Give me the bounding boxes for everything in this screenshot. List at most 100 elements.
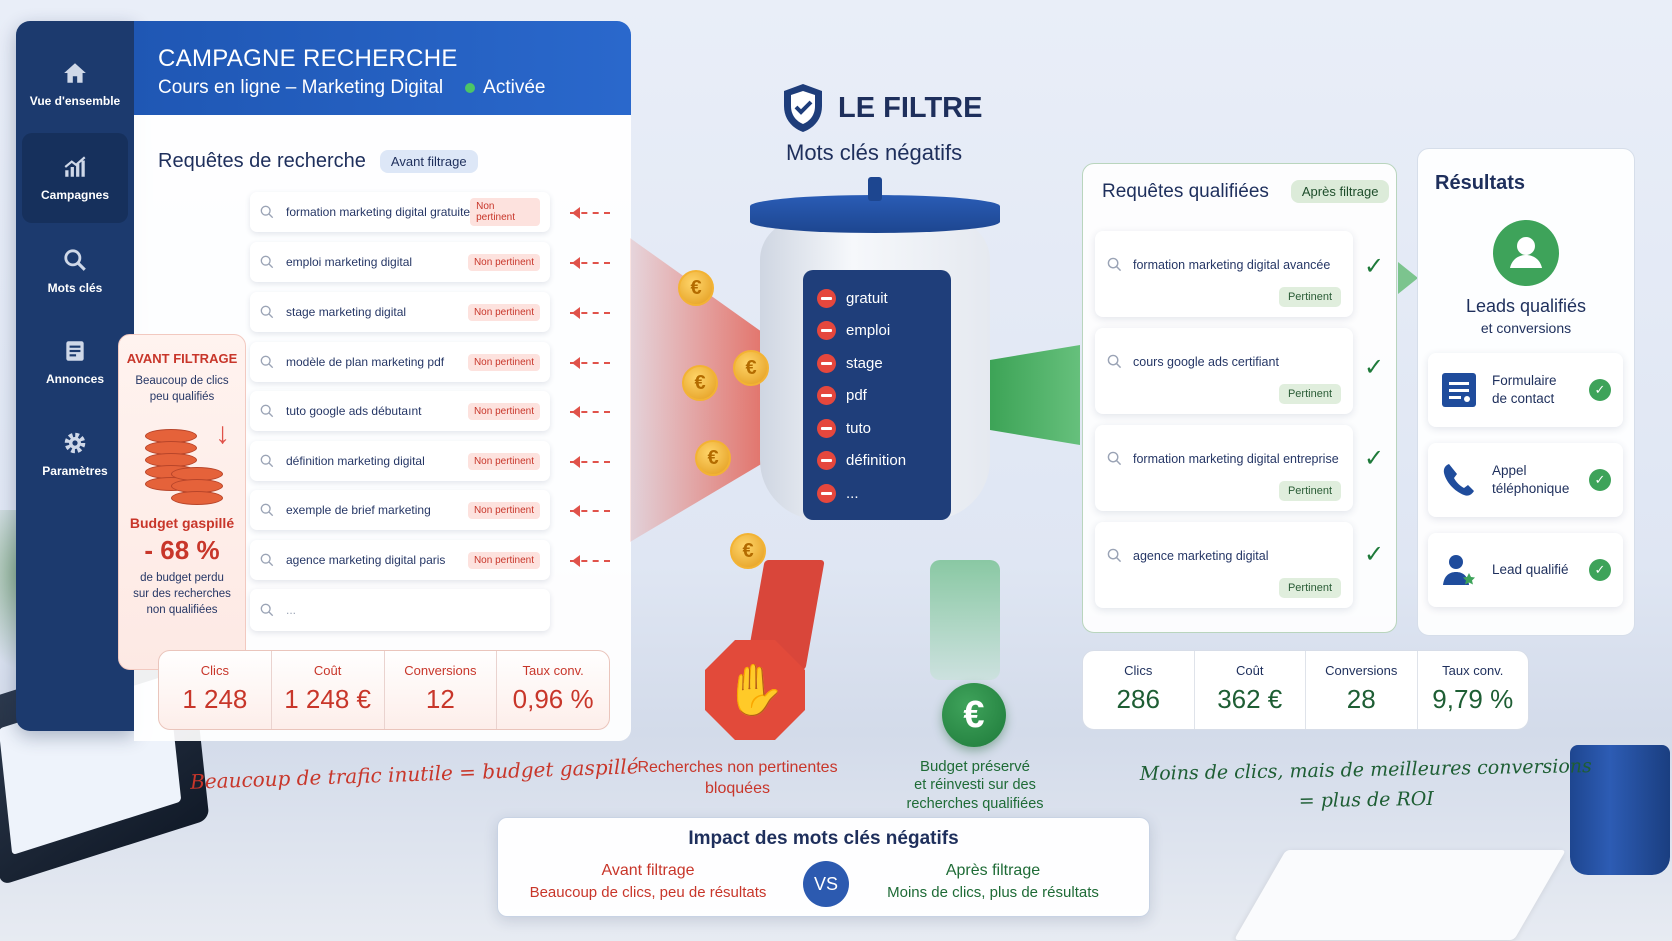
filter-subtitle: Mots clés négatifs bbox=[786, 140, 963, 165]
query-text: définition marketing digital bbox=[286, 454, 425, 468]
query-text: formation marketing digital avancée bbox=[1133, 257, 1331, 272]
campaign-subtitle: Cours en ligne – Marketing Digital bbox=[158, 77, 444, 98]
relevant-badge: Pertinent bbox=[1278, 578, 1341, 598]
query-row[interactable]: modèle de plan marketing pdf Non pertine… bbox=[250, 342, 550, 382]
sidebar-item-campaigns[interactable]: Campagnes bbox=[22, 133, 128, 223]
euro-green-icon: € bbox=[942, 683, 1006, 747]
callout-heading: AVANT FILTRAGE bbox=[126, 351, 238, 366]
non-relevant-badge: Non pertinent bbox=[467, 253, 540, 271]
minus-icon bbox=[817, 288, 836, 308]
relevant-badge: Pertinent bbox=[1278, 287, 1341, 307]
query-row[interactable]: formation marketing digital gratuite Non… bbox=[250, 192, 550, 232]
qualified-query-card[interactable]: agence marketing digital Pertinent bbox=[1095, 522, 1353, 608]
sidebar-item-label: Annonces bbox=[45, 372, 104, 386]
blocked-arrow-icon bbox=[570, 307, 610, 319]
non-relevant-badge: Non pertinent bbox=[470, 198, 540, 226]
search-icon bbox=[260, 305, 274, 319]
sidebar-item-label: Campagnes bbox=[40, 188, 110, 202]
search-icon bbox=[260, 454, 274, 468]
query-text: ... bbox=[286, 603, 297, 617]
search-icon bbox=[260, 404, 274, 418]
after-note: Moins de clics, mais de meilleures conve… bbox=[1139, 755, 1592, 813]
query-text: exemple de brief marketing bbox=[286, 503, 431, 517]
non-relevant-badge: Non pertinent bbox=[467, 303, 540, 321]
notebook-decoration bbox=[1234, 850, 1566, 940]
after-filter-chip: Après filtrage bbox=[1290, 180, 1390, 203]
sidebar-item-keywords[interactable]: Mots clés bbox=[22, 226, 128, 316]
search-icon bbox=[260, 355, 274, 369]
query-text: formation marketing digital entreprise bbox=[1133, 451, 1339, 466]
query-row[interactable]: ... bbox=[250, 589, 550, 631]
minus-icon bbox=[817, 321, 836, 341]
gear-icon bbox=[64, 432, 86, 454]
qualified-query-card[interactable]: cours google ads certifiant Pertinent bbox=[1095, 328, 1353, 414]
impact-after-desc: Moins de clics, plus de résultats bbox=[887, 884, 1099, 901]
minus-icon bbox=[817, 386, 836, 406]
blocked-arrow-icon bbox=[570, 456, 610, 468]
check-circle-icon: ✓ bbox=[1589, 469, 1611, 491]
check-icon: ✓ bbox=[1364, 445, 1385, 472]
query-row[interactable]: stage marketing digital Non pertinent bbox=[250, 292, 550, 332]
filter-title: LE FILTRE bbox=[838, 91, 983, 124]
check-icon: ✓ bbox=[1364, 253, 1385, 280]
blocked-arrow-icon bbox=[570, 257, 610, 269]
blocked-arrow-icon bbox=[570, 207, 610, 219]
sidebar-item-label: Vue d'ensemble bbox=[29, 94, 121, 108]
budget-wasted-percent: - 68 % bbox=[144, 535, 220, 565]
down-arrow-icon: ↓ bbox=[215, 417, 230, 450]
query-row[interactable]: définition marketing digital Non pertine… bbox=[250, 441, 550, 481]
impact-after-label: Après filtrage bbox=[945, 862, 1041, 879]
before-filter-chip: Avant filtrage bbox=[379, 150, 478, 173]
query-text: agence marketing digital bbox=[1133, 548, 1269, 563]
non-relevant-badge: Non pertinent bbox=[467, 452, 540, 470]
right-arrow-icon bbox=[1398, 262, 1418, 294]
query-text: tuto google ads débutaınt bbox=[286, 404, 422, 418]
query-text: agence marketing digital paris bbox=[286, 553, 446, 567]
blocked-arrow-icon bbox=[570, 555, 610, 567]
budget-wasted-label: Budget gaspillé bbox=[129, 515, 235, 531]
coin-stack-icon: ↓ bbox=[137, 417, 230, 509]
sidebar-item-ads[interactable]: Annonces bbox=[22, 317, 128, 407]
leads-title: Leads qualifiés bbox=[1465, 296, 1587, 316]
phone-icon bbox=[1443, 464, 1474, 496]
search-icon bbox=[260, 603, 274, 617]
campaign-title: CAMPAGNE RECHERCHE bbox=[158, 45, 458, 72]
search-icon bbox=[1107, 257, 1122, 272]
check-icon: ✓ bbox=[1364, 541, 1385, 568]
query-row[interactable]: tuto google ads débutaınt Non pertinent bbox=[250, 391, 550, 431]
query-text: formation marketing digital gratuite bbox=[286, 205, 471, 219]
qualified-query-card[interactable]: formation marketing digital entreprise P… bbox=[1095, 425, 1353, 511]
results-title: Résultats bbox=[1435, 172, 1526, 194]
sidebar-item-label: Paramètres bbox=[42, 464, 108, 478]
minus-icon bbox=[817, 418, 836, 438]
minus-icon bbox=[817, 451, 836, 471]
document-icon bbox=[66, 341, 84, 361]
status-badge: Activée bbox=[465, 77, 545, 99]
search-icon bbox=[260, 255, 274, 269]
query-row[interactable]: exemple de brief marketing Non pertinent bbox=[250, 490, 550, 530]
sidebar-item-overview[interactable]: Vue d'ensemble bbox=[22, 39, 128, 129]
impact-title: Impact des mots clés négatifs bbox=[688, 828, 959, 849]
query-row[interactable]: agence marketing digital paris Non perti… bbox=[250, 540, 550, 580]
euro-coin-icon: € bbox=[733, 350, 769, 386]
non-relevant-badge: Non pertinent bbox=[467, 353, 540, 371]
section-title: Requêtes qualifiées bbox=[1102, 180, 1269, 202]
search-icon bbox=[1107, 354, 1122, 369]
query-text: cours google ads certifiant bbox=[1133, 354, 1279, 369]
mug-decoration bbox=[1570, 745, 1670, 875]
qualified-query-card[interactable]: formation marketing digital avancée Pert… bbox=[1095, 231, 1353, 317]
euro-coin-icon: € bbox=[730, 533, 766, 569]
check-circle-icon: ✓ bbox=[1589, 379, 1611, 401]
impact-before-label: Avant filtrage bbox=[601, 862, 695, 879]
blocked-arrow-icon bbox=[570, 406, 610, 418]
result-card-lead[interactable]: Lead qualifié ✓ bbox=[1428, 533, 1623, 607]
check-icon: ✓ bbox=[1364, 354, 1385, 381]
sidebar-item-settings[interactable]: Paramètres bbox=[22, 409, 128, 499]
search-icon bbox=[260, 553, 274, 567]
euro-coin-icon: € bbox=[682, 365, 718, 401]
search-icon bbox=[260, 503, 274, 517]
query-row[interactable]: emploi marketing digital Non pertinent bbox=[250, 242, 550, 282]
